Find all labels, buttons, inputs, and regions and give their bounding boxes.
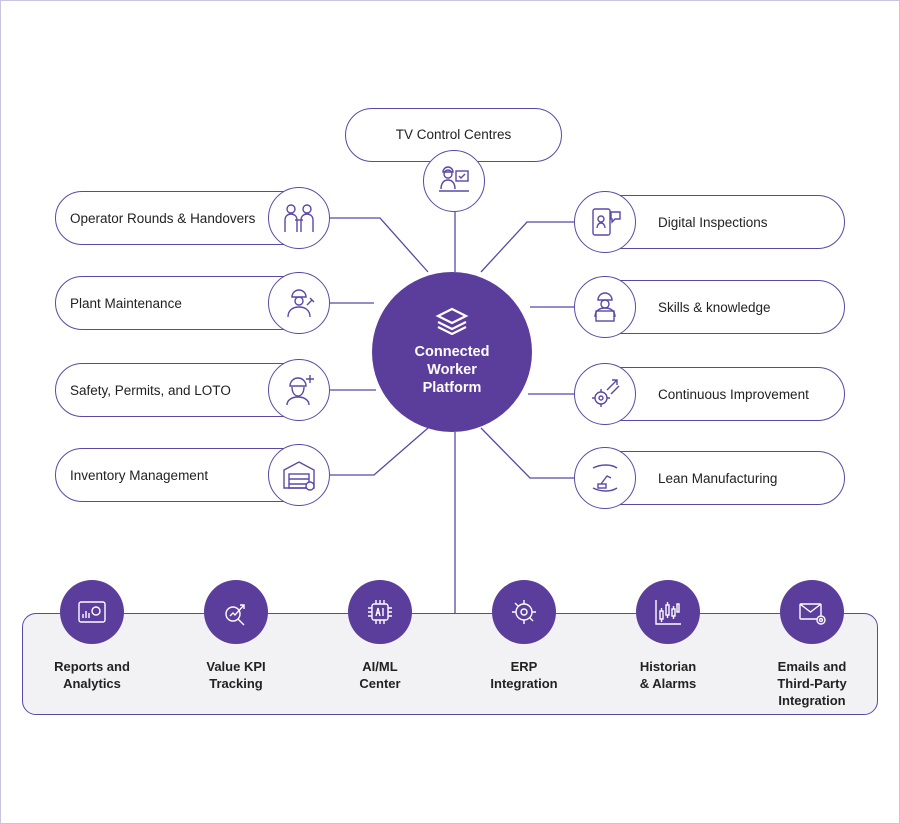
gear-arrows-icon xyxy=(574,363,636,425)
integration-kpi[interactable]: Value KPI Tracking xyxy=(166,580,306,692)
node-label: Operator Rounds & Handovers xyxy=(70,210,256,226)
integration-label: Emails and Third-Party Integration xyxy=(777,659,847,708)
layers-logo-icon xyxy=(435,307,469,335)
node-label: Inventory Management xyxy=(70,467,209,483)
integration-reports[interactable]: Reports and Analytics xyxy=(22,580,162,692)
node-label: TV Control Centres xyxy=(395,126,512,142)
integrations-bar xyxy=(22,613,878,715)
worker-at-monitor-icon xyxy=(423,150,485,212)
erp-gear-icon xyxy=(492,580,556,644)
center-hub[interactable]: Connected Worker Platform xyxy=(372,272,532,432)
node-label: Digital Inspections xyxy=(658,214,768,230)
tablet-inspection-icon xyxy=(574,191,636,253)
ai-chip-icon xyxy=(348,580,412,644)
node-label: Plant Maintenance xyxy=(70,295,182,311)
email-gear-icon xyxy=(780,580,844,644)
node-label: Safety, Permits, and LOTO xyxy=(70,382,231,398)
hands-robot-icon xyxy=(574,447,636,509)
maintenance-worker-icon xyxy=(268,272,330,334)
worker-laptop-icon xyxy=(574,276,636,338)
integration-label: Value KPI Tracking xyxy=(206,659,266,691)
node-label: Skills & knowledge xyxy=(658,299,771,315)
integration-emails[interactable]: Emails and Third-Party Integration xyxy=(742,580,882,709)
node-label: Continuous Improvement xyxy=(658,386,809,402)
integration-label: ERP Integration xyxy=(490,659,558,691)
integration-aiml[interactable]: AI/ML Center xyxy=(310,580,450,692)
node-label: Lean Manufacturing xyxy=(658,470,778,486)
integration-historian[interactable]: Historian & Alarms xyxy=(598,580,738,692)
integration-label: Reports and Analytics xyxy=(54,659,130,691)
integration-label: AI/ML Center xyxy=(359,659,401,691)
integration-label: Historian & Alarms xyxy=(639,659,697,691)
report-chart-icon xyxy=(60,580,124,644)
warehouse-icon xyxy=(268,444,330,506)
kpi-magnifier-icon xyxy=(204,580,268,644)
integration-erp[interactable]: ERP Integration xyxy=(454,580,594,692)
handover-people-icon xyxy=(268,187,330,249)
center-title: Connected Worker Platform xyxy=(414,344,490,396)
safety-worker-icon xyxy=(268,359,330,421)
candlestick-icon xyxy=(636,580,700,644)
